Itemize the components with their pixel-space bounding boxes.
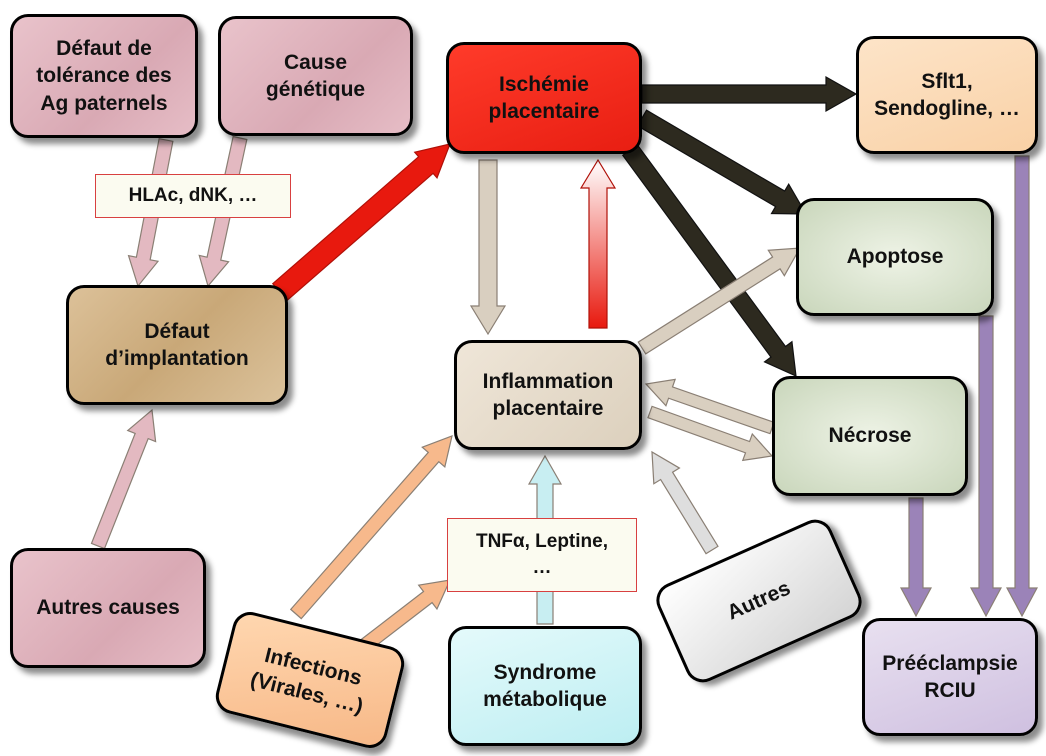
node-preeclampsia: Prééclampsie RCIU (862, 618, 1038, 736)
arrow-ischemia-necrosis (621, 143, 797, 377)
node-implantation-label: Défaut d’implantation (105, 319, 249, 370)
arrow-inflammation-necrosis (647, 405, 774, 462)
arrow-ischemia-inflammation (469, 159, 507, 336)
node-preeclampsia-label: Prééclampsie RCIU (882, 651, 1018, 702)
tnf-label: TNFα, Leptine, … (475, 531, 608, 578)
hla-label-box: HLAc, dNK, … (95, 174, 291, 218)
arrow-sflt1-preeclampsia (1005, 155, 1039, 618)
node-sflt1: Sflt1, Sendogline, … (856, 36, 1038, 154)
node-inflammation-label: Inflammation placentaire (482, 369, 614, 420)
arrow-ischemia-sflt1 (641, 75, 858, 113)
arrow-others-inflammation (651, 450, 719, 555)
hla-label: HLAc, dNK, … (128, 185, 258, 207)
node-other-causes-label: Autres causes (36, 596, 180, 620)
arrow-necrosis-preeclampsia (899, 497, 933, 618)
node-apoptosis-label: Apoptose (846, 245, 944, 269)
node-ischemia: Ischémie placentaire (446, 42, 642, 154)
arrow-ischemia-apoptosis (636, 109, 808, 215)
node-tolerance: Défaut de tolérance des Ag paternels (10, 14, 198, 138)
arrow-implantation-ischemia (271, 143, 451, 302)
node-apoptosis: Apoptose (796, 198, 994, 316)
arrow-inflammation-apoptosis (637, 247, 802, 355)
arrow-infections-inflammation (289, 435, 453, 620)
node-metabolic-label: Syndrome métabolique (483, 660, 607, 711)
node-inflammation: Inflammation placentaire (454, 340, 642, 450)
node-necrosis-label: Nécrose (828, 424, 912, 448)
node-others-label: Autres (723, 576, 795, 625)
node-other-causes: Autres causes (10, 548, 206, 668)
node-infections-label: Infections (Virales, …) (248, 643, 366, 719)
node-genetic-label: Cause génétique (265, 50, 366, 101)
node-genetic: Cause génétique (218, 16, 413, 136)
arrow-othercauses-implantation (90, 408, 157, 550)
node-implantation: Défaut d’implantation (66, 285, 288, 405)
tnf-label-box: TNFα, Leptine, … (447, 518, 637, 592)
arrow-inflammation-ischemia (579, 158, 617, 329)
node-tolerance-label: Défaut de tolérance des Ag paternels (36, 37, 172, 115)
node-metabolic: Syndrome métabolique (448, 626, 642, 746)
arrow-necrosis-inflammation (644, 378, 775, 435)
arrow-apoptosis-preeclampsia (969, 315, 1003, 618)
node-necrosis: Nécrose (772, 376, 968, 496)
node-ischemia-label: Ischémie placentaire (488, 72, 600, 123)
node-sflt1-label: Sflt1, Sendogline, … (874, 69, 1020, 120)
